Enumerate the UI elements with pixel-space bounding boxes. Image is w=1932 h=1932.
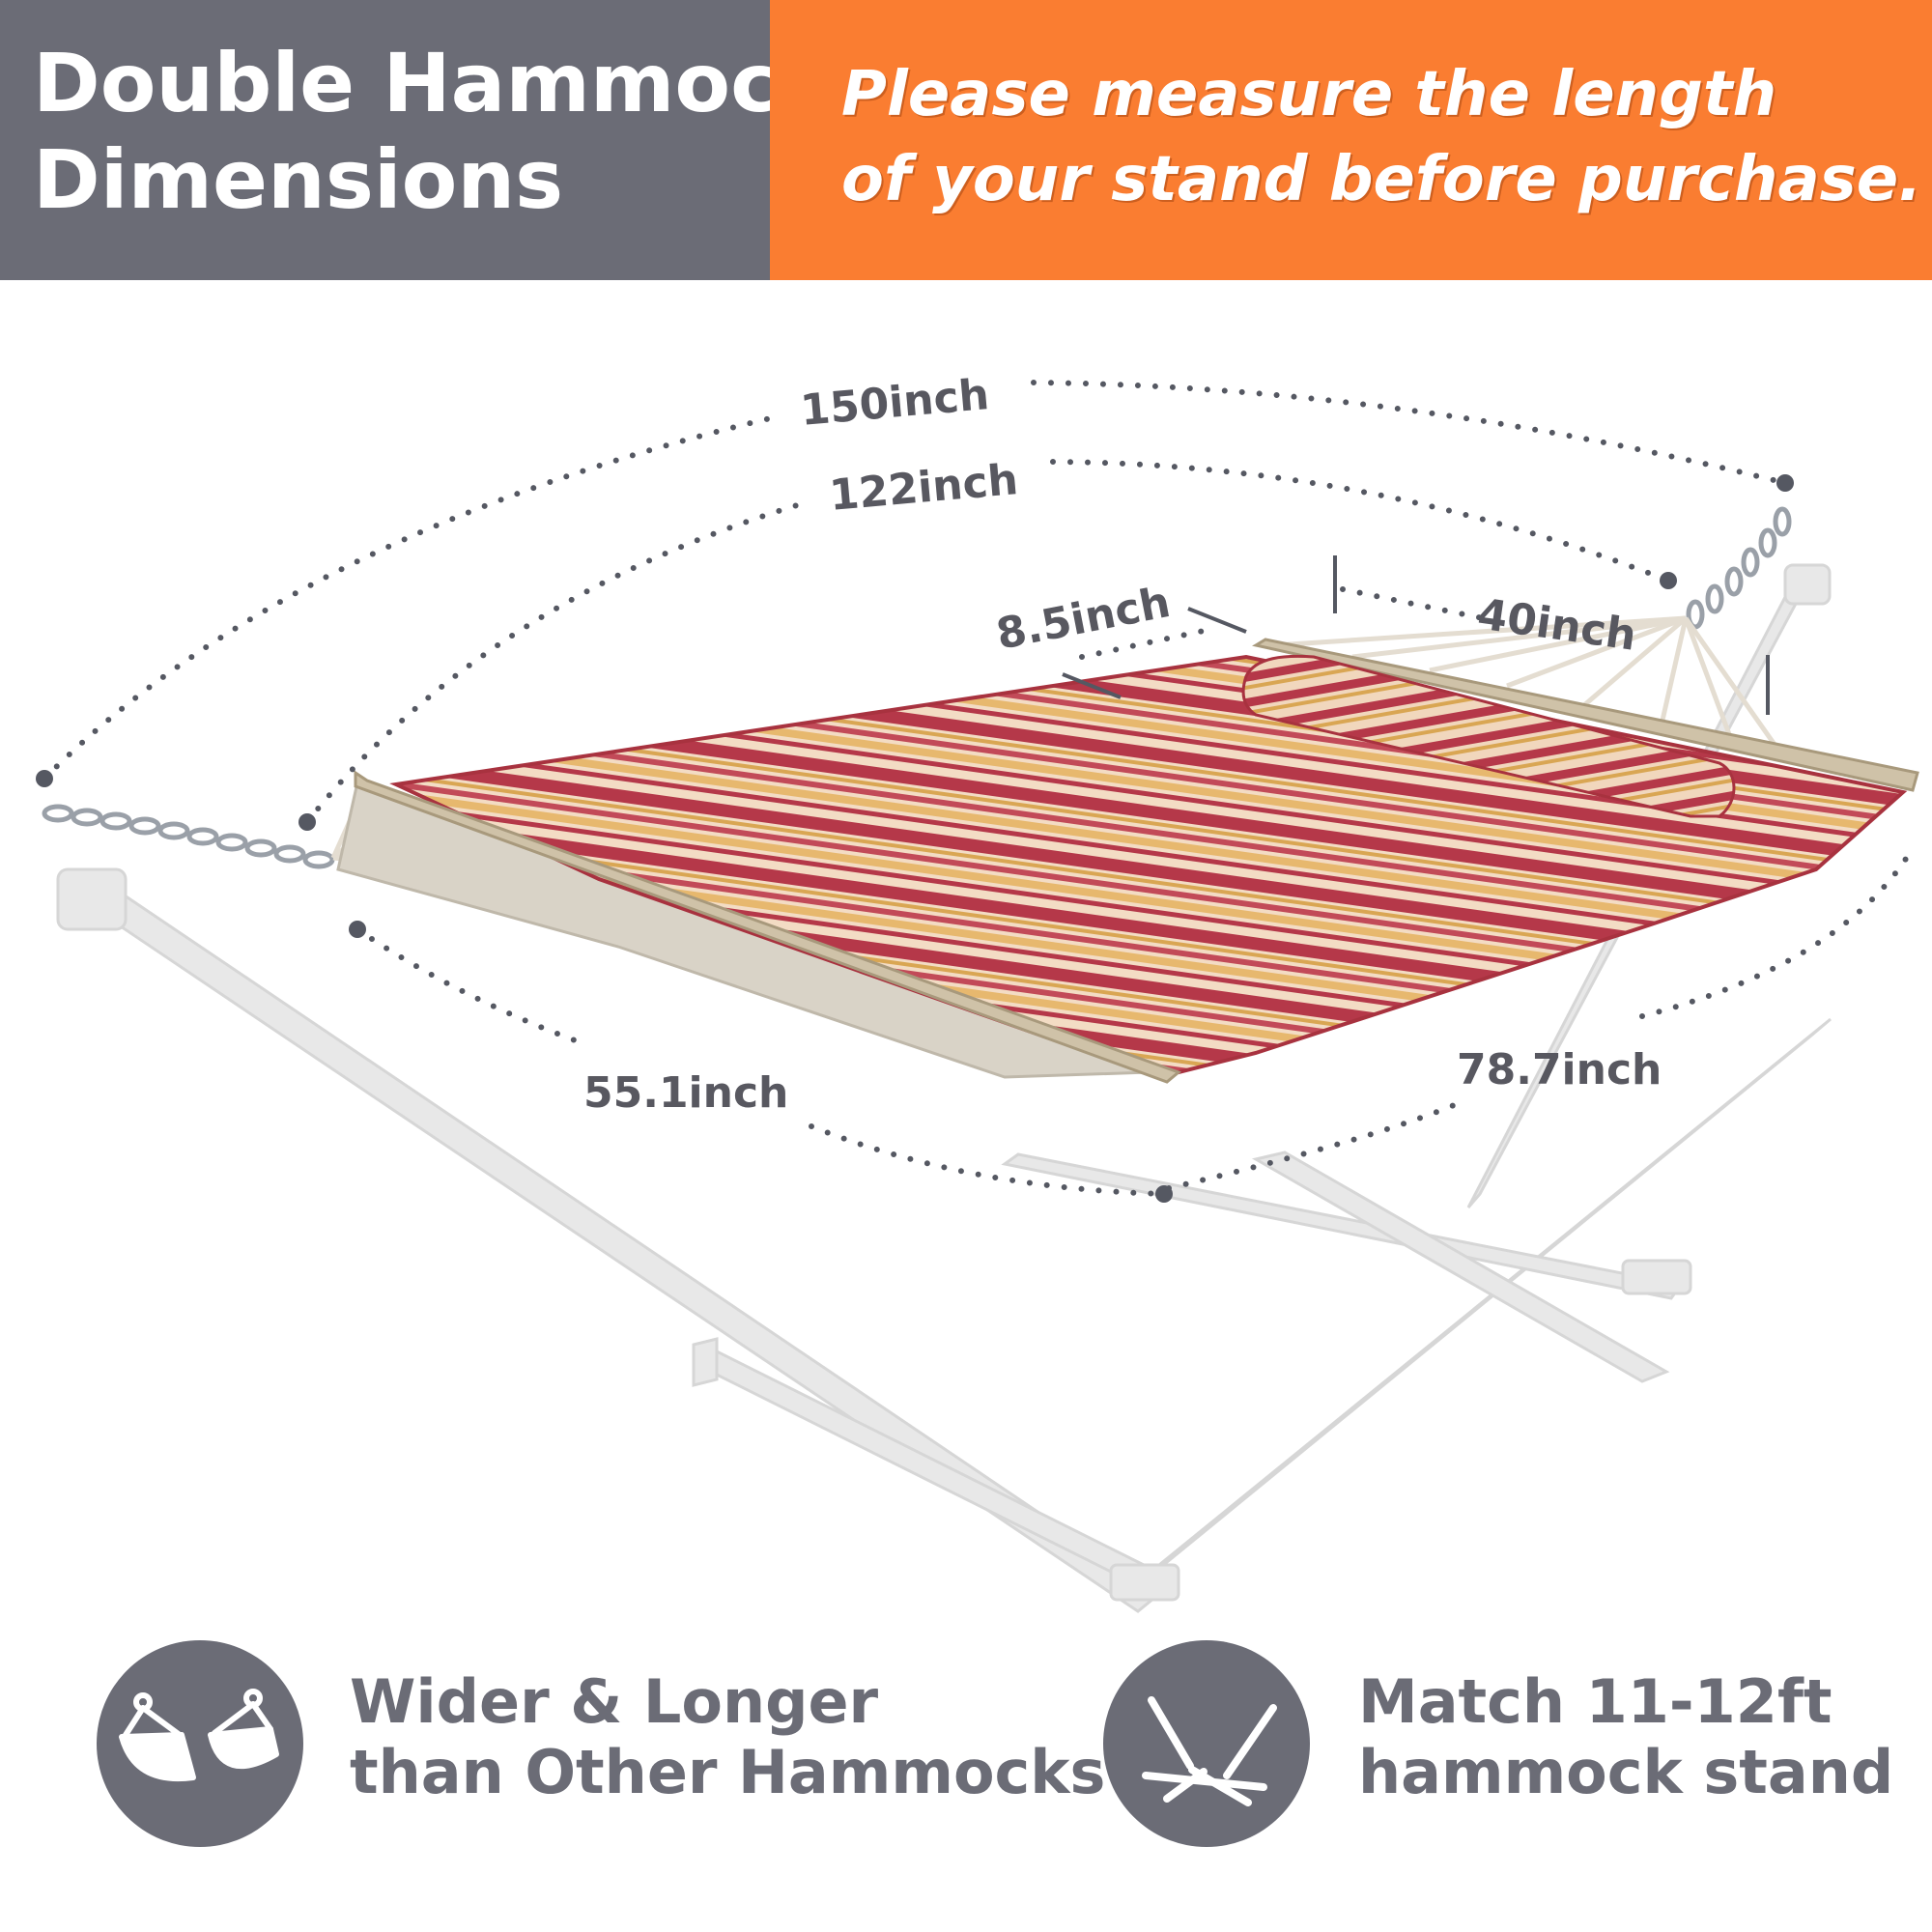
rope-fan-right	[1274, 615, 1780, 751]
label-150inch: 150inch	[799, 370, 991, 436]
hanging-chain-right	[1686, 506, 1792, 630]
label-78-7inch: 78.7inch	[1457, 1045, 1662, 1094]
hammock-dimension-diagram: 150inch 122inch 8.5inch 40inch 55.1inch …	[36, 370, 1919, 1613]
label-122inch: 122inch	[828, 455, 1020, 521]
hammock-stand	[56, 563, 1832, 1613]
double-hammock-icon	[97, 1640, 303, 1847]
hammock-stand-icon	[1103, 1640, 1310, 1847]
dimension-ticks	[1062, 555, 1770, 715]
label-8-5inch: 8.5inch	[992, 578, 1174, 660]
title-line-1: Double Hammock	[33, 36, 833, 130]
dimension-lines	[42, 380, 1911, 1197]
spreader-bar-right	[1251, 638, 1919, 792]
notice-line-1: Please measure the length	[841, 59, 1777, 130]
dimension-end-dots	[36, 474, 1794, 1203]
dim-curve-55	[355, 926, 578, 1043]
dim-arc-150	[42, 412, 785, 781]
dim-curve-78-right	[1639, 853, 1911, 1019]
hammock-bed	[389, 654, 1908, 1080]
hammock-pillow	[1241, 654, 1736, 818]
spreader-bar-left	[354, 770, 1181, 1084]
label-55-1inch: 55.1inch	[583, 1068, 788, 1118]
notice-line-2: of your stand before purchase.	[841, 144, 1922, 215]
title-line-2: Dimensions	[33, 132, 564, 227]
feature-2-line-1: Match 11-12ft	[1358, 1666, 1833, 1737]
feature-1-line-2: than Other Hammocks	[350, 1737, 1106, 1807]
feature-2-line-2: hammock stand	[1358, 1737, 1894, 1807]
dim-curve-78	[1166, 1100, 1462, 1191]
dim-line-40	[1340, 586, 1486, 621]
dim-curve-55-bottom	[809, 1123, 1167, 1197]
feature-1-line-1: Wider & Longer	[350, 1666, 879, 1737]
dim-arc-150-right	[1031, 380, 1788, 486]
dim-arc-122-right	[1050, 459, 1671, 583]
title-banner: Double Hammock Dimensions	[0, 0, 833, 280]
hanging-chain-left	[42, 804, 335, 869]
dim-line-8-5	[1079, 625, 1220, 660]
label-40inch: 40inch	[1474, 589, 1639, 660]
notice-banner: Please measure the length of your stand …	[770, 0, 1932, 280]
